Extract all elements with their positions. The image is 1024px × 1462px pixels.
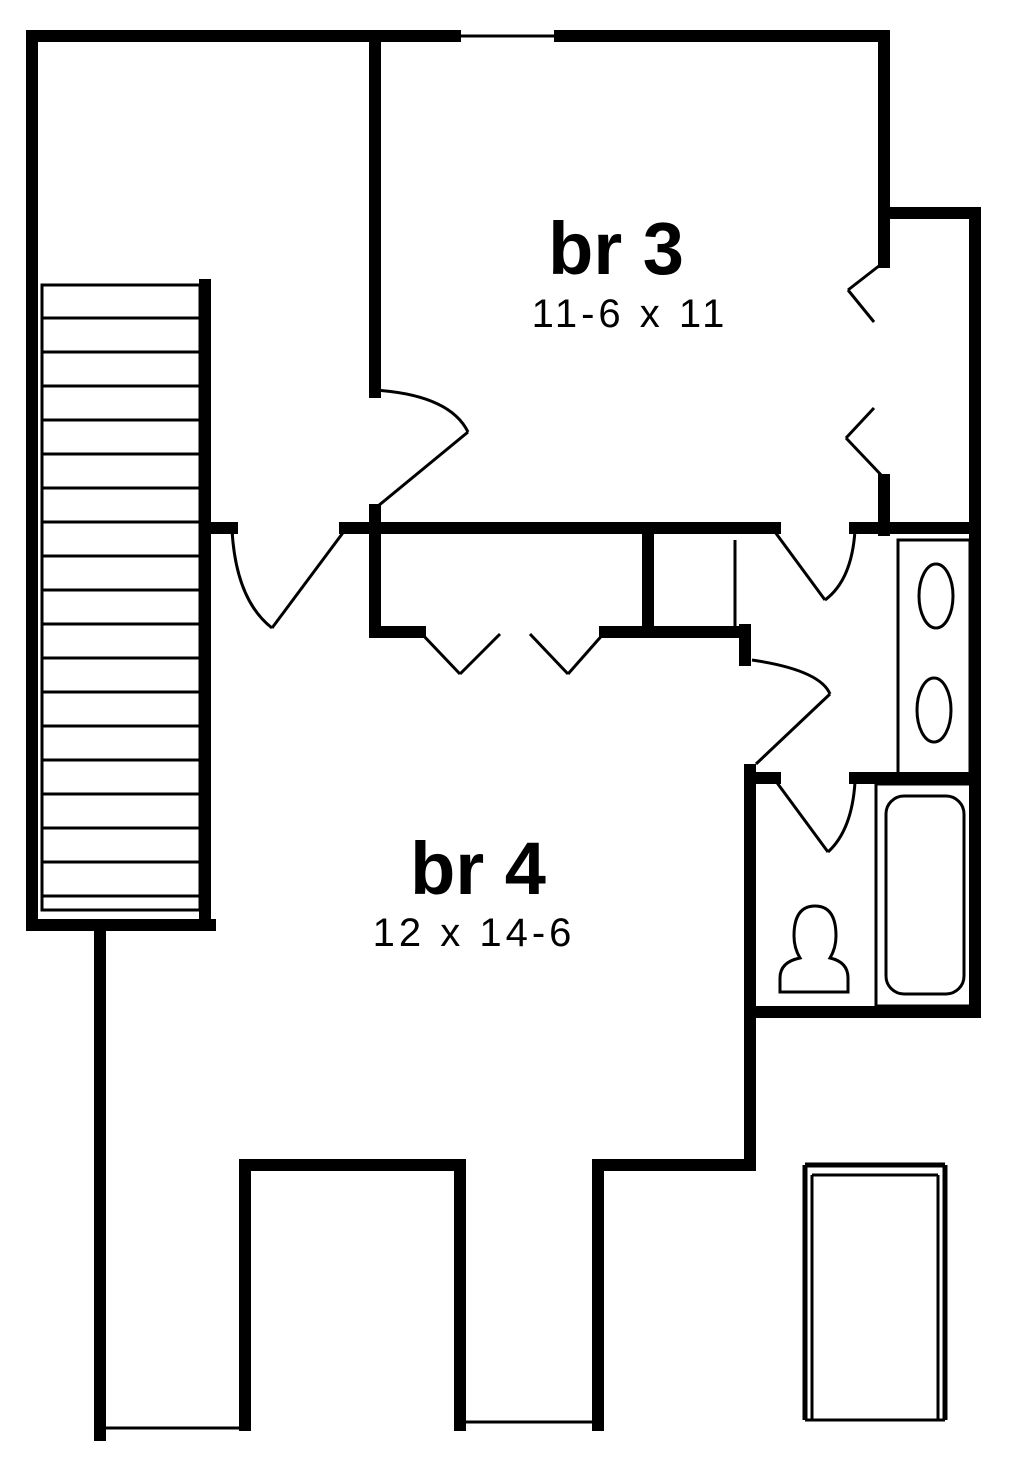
door-closet-br3-bottom [844,406,886,480]
door-bath-lower [773,779,857,854]
vanity-counter [896,538,972,777]
door-closet-br4-right [528,631,607,676]
door-bath-side [751,658,832,766]
stairs [40,283,202,912]
interior-walls [199,34,981,931]
bottom-openings [100,1420,598,1430]
door-closet-br3-top [846,260,885,323]
bathroom-fixtures [778,538,973,1008]
exterior-walls [26,30,981,1441]
room-name-br3: br 3 [548,207,684,290]
toilet-icon [778,904,850,994]
door-closet-br4-left [418,630,502,676]
room-name-br4: br 4 [410,827,546,910]
sink-icon [915,676,953,744]
dormer-right [802,1162,948,1422]
door-br3-entry [374,388,470,508]
doors [230,260,886,854]
door-br4-entry [230,529,347,630]
bathtub-icon [884,794,966,996]
sink-icon [917,562,955,630]
room-dimensions-br4: 12 x 14-6 [373,911,576,955]
room-dimensions-br3: 11-6 x 11 [532,292,729,336]
door-bath-top [773,529,857,602]
bathtub-outer [874,782,973,1008]
